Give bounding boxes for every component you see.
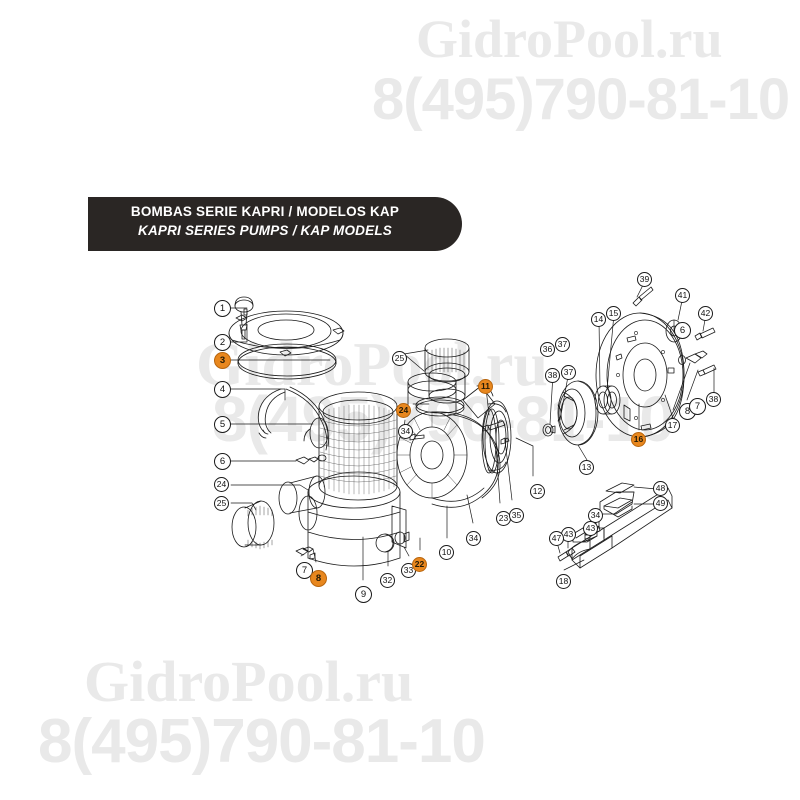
callout-38l[interactable]: 38: [545, 368, 560, 383]
callout-3[interactable]: 3: [214, 352, 231, 369]
watermark-site-bottom: GidroPool.ru: [84, 649, 414, 714]
callout-8b[interactable]: 8: [310, 570, 327, 587]
callout-23[interactable]: 23: [496, 511, 511, 526]
callout-10[interactable]: 10: [439, 545, 454, 560]
part-drain-plug-assembly: [375, 531, 410, 553]
callout-22[interactable]: 22: [412, 557, 427, 572]
part-impeller: [557, 380, 599, 446]
part-volute-oring: [481, 408, 500, 474]
watermark-site-top: GidroPool.ru: [416, 9, 723, 69]
callout-25c[interactable]: 25: [392, 351, 407, 366]
callout-38r[interactable]: 38: [706, 392, 721, 407]
part-strainer-pot: [298, 475, 407, 567]
callout-14[interactable]: 14: [591, 312, 606, 327]
callout-6[interactable]: 6: [214, 453, 231, 470]
callout-9[interactable]: 9: [355, 586, 372, 603]
part-mech-seal: [542, 423, 556, 437]
callout-16[interactable]: 16: [631, 432, 646, 447]
part-seal-ring: [594, 385, 621, 415]
callout-4[interactable]: 4: [214, 381, 231, 398]
leader-lines-bottom: [300, 505, 448, 581]
callout-36[interactable]: 36: [540, 342, 555, 357]
callout-47[interactable]: 47: [549, 531, 564, 546]
callout-41[interactable]: 41: [675, 288, 690, 303]
part-union-left: [231, 475, 326, 550]
part-pads-48-49: [603, 482, 635, 518]
callout-25l[interactable]: 25: [214, 496, 229, 511]
callout-18[interactable]: 18: [556, 574, 571, 589]
part-screw-34-center: [409, 433, 425, 441]
part-strainer-basket: [303, 391, 398, 501]
watermark-phone-bottom: 8(495)790-81-10: [38, 707, 486, 776]
part-plug-right: [678, 350, 717, 377]
banner-title-en: KAPRI SERIES PUMPS / KAP MODELS: [138, 223, 392, 238]
part-drain-hose: [257, 386, 329, 451]
callout-24l[interactable]: 24: [214, 477, 229, 492]
part-lid: [228, 308, 345, 357]
callout-6r[interactable]: 6: [674, 322, 691, 339]
callout-11[interactable]: 11: [478, 379, 493, 394]
callout-13[interactable]: 13: [579, 460, 594, 475]
callout-17[interactable]: 17: [665, 418, 680, 433]
callout-43a[interactable]: 43: [583, 521, 598, 536]
banner-title-es: BOMBAS SERIE KAPRI / MODELOS KAP: [130, 204, 400, 219]
leader-lines-left: [230, 307, 331, 511]
callout-37r[interactable]: 37: [561, 365, 576, 380]
callout-43b[interactable]: 43: [561, 527, 576, 542]
callout-34c[interactable]: 34: [398, 424, 413, 439]
callout-35[interactable]: 35: [509, 508, 524, 523]
callout-39[interactable]: 39: [637, 272, 652, 287]
callout-7[interactable]: 7: [296, 562, 313, 579]
callout-49[interactable]: 49: [653, 496, 668, 511]
callout-48[interactable]: 48: [653, 481, 668, 496]
part-union-center: [415, 338, 470, 417]
watermark-phone-top: 8(495)790-81-10: [372, 67, 790, 132]
callout-15[interactable]: 15: [606, 306, 621, 321]
callout-1[interactable]: 1: [214, 300, 231, 317]
part-volute-body: [396, 372, 512, 508]
callout-32[interactable]: 32: [380, 573, 395, 588]
part-pot-base-fittings: [295, 546, 316, 560]
part-lid-oring: [237, 343, 337, 380]
part-bolt-39: [632, 286, 654, 307]
callout-34b[interactable]: 34: [466, 531, 481, 546]
title-banner: BOMBAS SERIE KAPRI / MODELOS KAP KAPRI S…: [88, 197, 462, 251]
part-drain-plug-left: [295, 454, 327, 465]
callout-24c[interactable]: 24: [396, 403, 411, 418]
callout-42[interactable]: 42: [698, 306, 713, 321]
callout-5[interactable]: 5: [214, 416, 231, 433]
callout-2[interactable]: 2: [214, 334, 231, 351]
part-bolt-42: [694, 327, 716, 341]
callout-12[interactable]: 12: [530, 484, 545, 499]
callout-37c[interactable]: 37: [555, 337, 570, 352]
callout-7r[interactable]: 7: [689, 398, 706, 415]
